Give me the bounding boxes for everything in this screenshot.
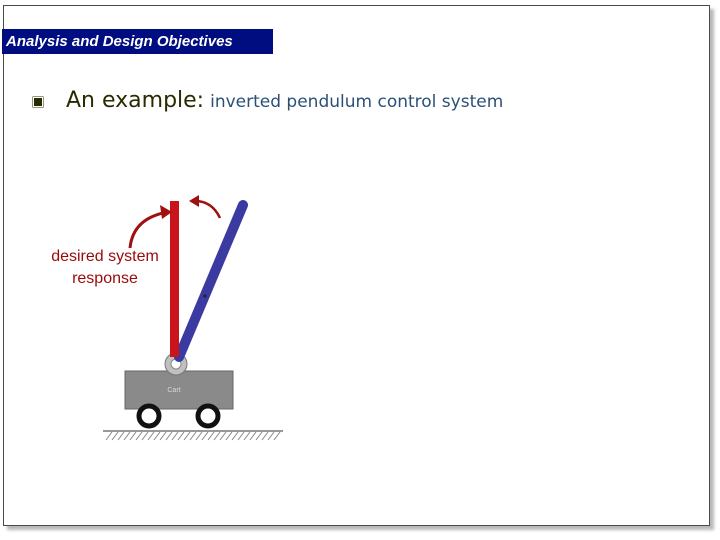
heading-rest: inverted pendulum control system	[210, 92, 504, 112]
desired-response-label: desired system response	[30, 246, 180, 290]
title-banner: Analysis and Design Objectives	[2, 29, 273, 54]
square-bullet-icon	[32, 96, 44, 108]
cart-label: Cart	[167, 387, 180, 394]
slide-frame	[3, 5, 710, 526]
ground-hatching	[103, 430, 283, 441]
desired-response-line1: desired system	[51, 248, 159, 265]
slide-heading: An example:inverted pendulum control sys…	[66, 88, 503, 113]
actual-pendulum	[174, 200, 248, 362]
desired-pendulum	[170, 201, 179, 357]
heading-lead: An example:	[66, 88, 205, 113]
cart-wheel-left	[136, 403, 162, 429]
cart-body	[124, 370, 234, 410]
desired-response-line2: response	[72, 270, 138, 287]
cart-wheel-right	[195, 403, 221, 429]
